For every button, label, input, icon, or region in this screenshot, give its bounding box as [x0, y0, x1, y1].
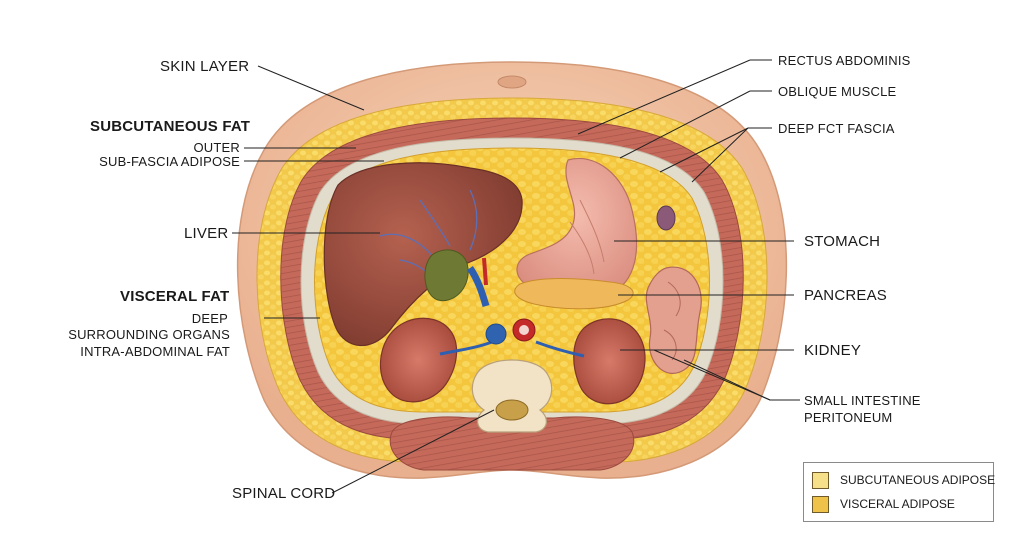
- label-spinal-cord: SPINAL CORD: [232, 485, 336, 502]
- label-skin-layer: SKIN LAYER: [160, 58, 250, 75]
- label-visceral-fat: VISCERAL FAT: [120, 288, 230, 305]
- legend-label-subcutaneous: SUBCUTANEOUS ADIPOSE: [840, 473, 996, 487]
- gallbladder: [424, 249, 469, 302]
- spinal-canal: [495, 399, 529, 421]
- label-deep: DEEP: [191, 311, 228, 326]
- portal-vein: [467, 266, 490, 307]
- liver: [323, 162, 523, 347]
- label-subcutaneous-fat: SUBCUTANEOUS FAT: [90, 118, 251, 135]
- vena-cava: [485, 323, 507, 345]
- renal-vessels-left: [439, 340, 493, 356]
- label-oblique-muscle: OBLIQUE MUSCLE: [778, 84, 897, 99]
- hepatic-veins: [379, 189, 478, 287]
- vertebra: [471, 359, 553, 433]
- label-pancreas: PANCREAS: [804, 287, 888, 304]
- label-kidney: KIDNEY: [804, 342, 862, 359]
- label-outer: OUTER: [193, 140, 240, 155]
- label-deep-fct-fascia: DEEP FCT FASCIA: [778, 121, 895, 136]
- colon-section: [656, 205, 676, 231]
- label-small-intestine: SMALL INTESTINE: [804, 393, 921, 408]
- label-peritoneum: PERITONEUM: [804, 410, 893, 425]
- legend-swatch-subcutaneous: [812, 472, 829, 489]
- renal-vessels-right: [535, 340, 585, 358]
- pancreas: [514, 278, 634, 310]
- label-rectus-abdominis: RECTUS ABDOMINIS: [778, 53, 911, 68]
- legend-swatch-visceral: [812, 496, 829, 513]
- label-surrounding-organs: SURROUNDING ORGANS: [68, 327, 230, 342]
- label-stomach: STOMACH: [804, 233, 881, 250]
- label-sub-fascia-adipose: SUB-FASCIA ADIPOSE: [99, 154, 240, 169]
- label-intra-abdominal-fat: INTRA-ABDOMINAL FAT: [80, 344, 230, 359]
- navel: [497, 75, 527, 89]
- aorta-lumen: [519, 325, 529, 335]
- legend: SUBCUTANEOUS ADIPOSE VISCERAL ADIPOSE: [803, 462, 996, 522]
- stomach-rugae: [569, 199, 605, 275]
- kidney-right: [573, 318, 646, 405]
- kidney-left: [379, 317, 458, 403]
- label-liver: LIVER: [184, 225, 229, 242]
- small-intestine: [645, 266, 702, 374]
- intestine-folds: [663, 281, 681, 361]
- back-muscles: [389, 416, 635, 471]
- legend-label-visceral: VISCERAL ADIPOSE: [840, 497, 955, 511]
- hepatic-artery: [482, 257, 488, 286]
- leader-lines: [232, 59, 800, 494]
